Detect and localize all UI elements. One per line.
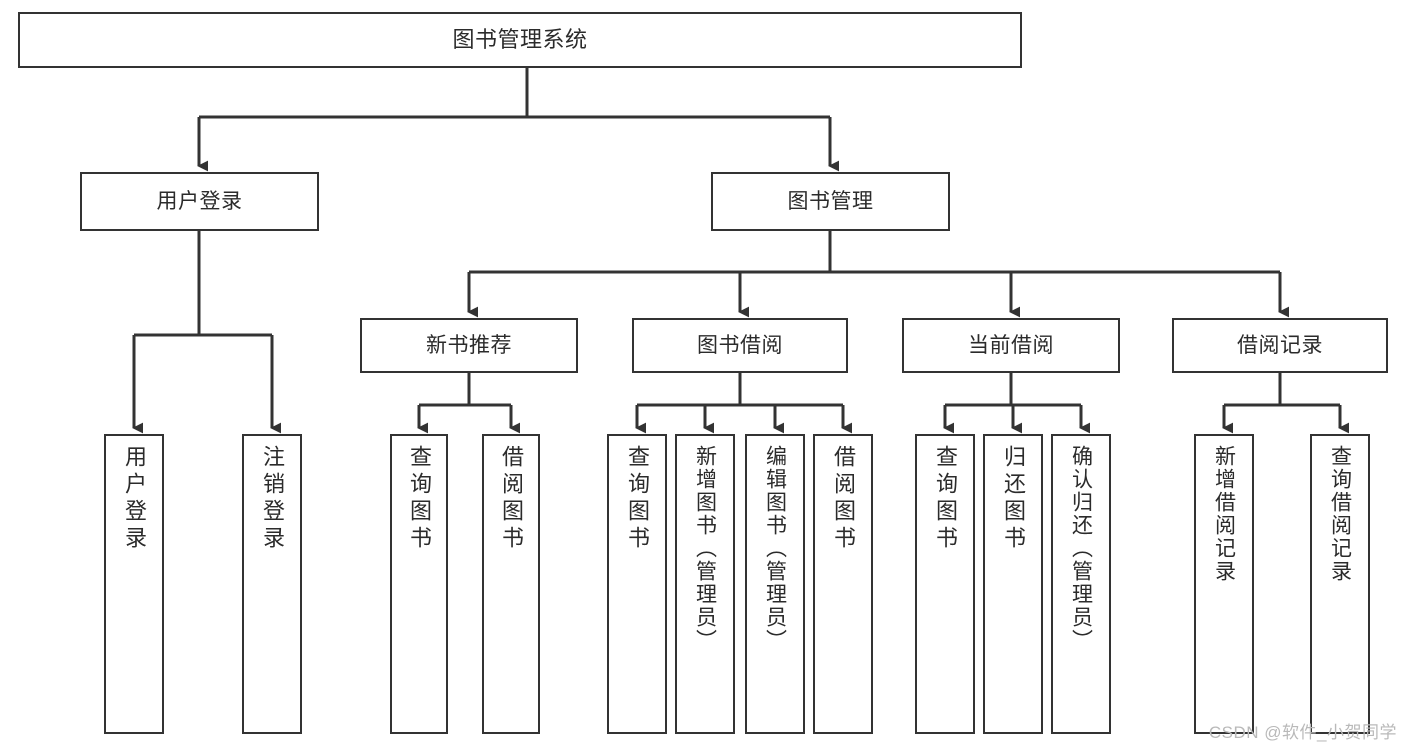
node-borrow-record[interactable]: 借阅记录 bbox=[1172, 318, 1388, 373]
node-label: 查询图书 bbox=[933, 445, 958, 553]
node-label: 借阅图书 bbox=[499, 445, 524, 553]
leaf-new-book-query[interactable]: 查询图书 bbox=[390, 434, 448, 734]
leaf-current-borrow-query[interactable]: 查询图书 bbox=[915, 434, 975, 734]
leaf-borrow-record-add[interactable]: 新增借阅记录 bbox=[1194, 434, 1254, 734]
node-label: 查询图书 bbox=[625, 445, 650, 553]
node-label: 归还图书 bbox=[1001, 445, 1026, 553]
node-label: 查询借阅记录 bbox=[1328, 445, 1352, 583]
node-book-borrow[interactable]: 图书借阅 bbox=[632, 318, 848, 373]
node-label: 查询图书 bbox=[407, 445, 432, 553]
node-label: 用户登录 bbox=[156, 189, 243, 213]
leaf-book-borrow-add-admin[interactable]: 新增图书（管理员） bbox=[675, 434, 735, 734]
node-label: 确认归还（管理员） bbox=[1069, 445, 1093, 652]
leaf-user-login-logout[interactable]: 注销登录 bbox=[242, 434, 302, 734]
node-book-management[interactable]: 图书管理 bbox=[711, 172, 950, 231]
leaf-current-borrow-return[interactable]: 归还图书 bbox=[983, 434, 1043, 734]
node-label: 新增图书（管理员） bbox=[693, 445, 717, 652]
node-root-book-management-system[interactable]: 图书管理系统 bbox=[18, 12, 1022, 68]
node-label: 新书推荐 bbox=[426, 333, 512, 357]
node-label: 图书借阅 bbox=[697, 333, 783, 357]
node-label: 注销登录 bbox=[260, 445, 285, 553]
watermark: CSDN @软件_小贺同学 bbox=[1208, 723, 1397, 742]
leaf-user-login-login[interactable]: 用户登录 bbox=[104, 434, 164, 734]
leaf-borrow-record-query[interactable]: 查询借阅记录 bbox=[1310, 434, 1370, 734]
node-new-book-recommend[interactable]: 新书推荐 bbox=[360, 318, 578, 373]
leaf-current-borrow-confirm-admin[interactable]: 确认归还（管理员） bbox=[1051, 434, 1111, 734]
node-label: 用户登录 bbox=[122, 445, 147, 553]
node-user-login[interactable]: 用户登录 bbox=[80, 172, 319, 231]
node-label: 编辑图书（管理员） bbox=[763, 445, 787, 652]
leaf-book-borrow-query[interactable]: 查询图书 bbox=[607, 434, 667, 734]
leaf-new-book-borrow[interactable]: 借阅图书 bbox=[482, 434, 540, 734]
node-label: 图书管理 bbox=[787, 189, 874, 213]
leaf-book-borrow-edit-admin[interactable]: 编辑图书（管理员） bbox=[745, 434, 805, 734]
node-label: 借阅记录 bbox=[1237, 333, 1323, 357]
node-current-borrow[interactable]: 当前借阅 bbox=[902, 318, 1120, 373]
node-label: 新增借阅记录 bbox=[1212, 445, 1236, 583]
node-label: 当前借阅 bbox=[968, 333, 1054, 357]
node-label: 图书管理系统 bbox=[452, 26, 588, 52]
node-label: 借阅图书 bbox=[831, 445, 856, 553]
leaf-book-borrow-borrow[interactable]: 借阅图书 bbox=[813, 434, 873, 734]
